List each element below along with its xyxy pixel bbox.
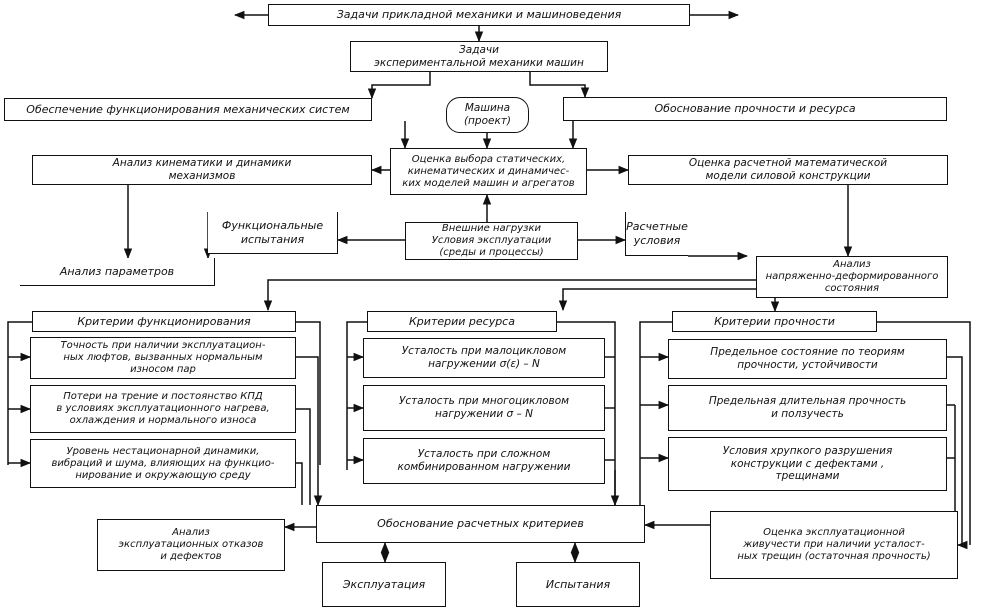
node-strength-justification: Обоснование прочности и ресурса xyxy=(563,97,947,121)
node-experimental-tasks: Задачи экспериментальной механики машин xyxy=(350,41,608,72)
node-functional-tests: Функциональные испытания xyxy=(208,212,338,254)
node-calc-conditions: Расчетные условия xyxy=(625,212,688,256)
node-external-loads: Внешние нагрузки Условия эксплуатации (с… xyxy=(405,222,578,260)
node-testing: Испытания xyxy=(516,562,640,607)
node-stress-analysis: Анализ напряженно-деформированного состо… xyxy=(756,256,948,298)
node-nonstationary-dynamics: Уровень нестационарной динамики, вибраци… xyxy=(30,439,296,488)
node-failure-analysis: Анализ эксплуатационных отказов и дефект… xyxy=(97,519,285,571)
arrow-line xyxy=(263,279,756,312)
node-applied-tasks: Задачи прикладной механики и машиноведен… xyxy=(268,4,690,26)
arrow-line xyxy=(558,288,756,312)
arrow-line xyxy=(367,72,431,100)
node-functioning-support: Обеспечение функционирования механически… xyxy=(4,98,372,121)
node-model-selection: Оценка выбора статических, кинематически… xyxy=(390,148,587,195)
node-resource-criteria: Критерии ресурса xyxy=(367,311,557,332)
node-friction-losses: Потери на трение и постоянство КПД в усл… xyxy=(30,385,296,433)
node-operation: Эксплуатация xyxy=(322,562,446,607)
arrow-line xyxy=(529,72,590,99)
node-parameters-analysis: Анализ параметров xyxy=(20,258,215,286)
node-high-cycle-fatigue: Усталость при многоцикловом нагружении σ… xyxy=(363,385,605,431)
node-brittle-fracture: Условия хрупкого разрушения конструкции … xyxy=(668,437,947,491)
node-accuracy: Точность при наличии эксплуатацион- ных … xyxy=(30,337,296,379)
node-calc-model-evaluation: Оценка расчетной математической модели с… xyxy=(628,155,948,185)
node-criteria-justification: Обоснование расчетных критериев xyxy=(316,505,645,543)
arrow-line xyxy=(296,356,323,507)
node-survivability: Оценка эксплуатационной живучести при на… xyxy=(710,511,958,579)
node-strength-criteria: Критерии прочности xyxy=(672,311,877,332)
node-low-cycle-fatigue: Усталость при малоцикловом нагружении σ(… xyxy=(363,338,605,378)
node-limit-state: Предельное состояние по теориям прочност… xyxy=(668,339,947,379)
node-long-term-strength: Предельная длительная прочность и ползуч… xyxy=(668,385,947,431)
node-combined-fatigue: Усталость при сложном комбинированном на… xyxy=(363,438,605,484)
node-machine-project: Машина (проект) xyxy=(446,97,529,133)
node-kinematics-analysis: Анализ кинематики и динамики механизмов xyxy=(32,155,372,185)
node-func-criteria: Критерии функционирования xyxy=(32,311,296,332)
